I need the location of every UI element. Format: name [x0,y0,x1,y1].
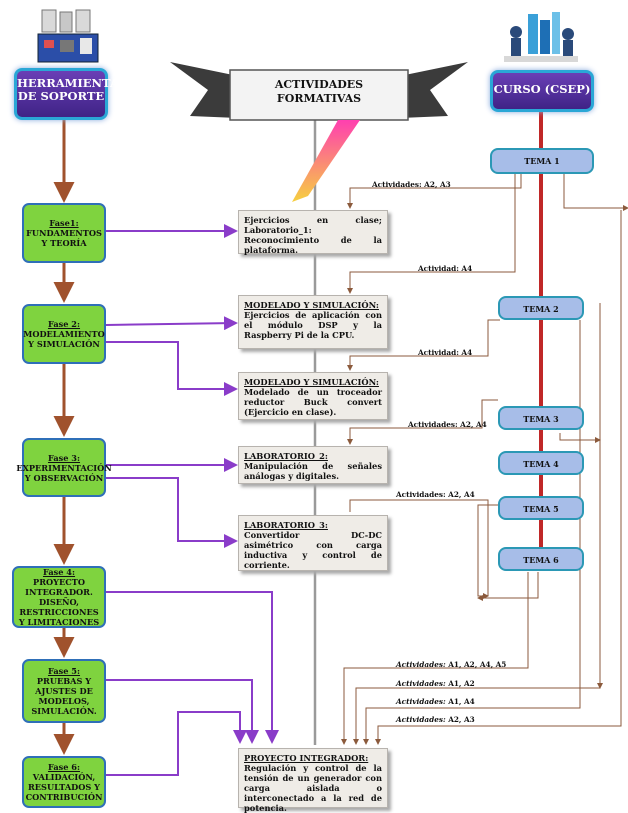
label-activities-9-key: Actividades: [396,715,446,724]
phase-3-body: EXPERIMENTACIÓN Y OBSERVACIÓN [16,462,112,483]
activity-6: PROYECTO INTEGRADOR: Regulación y contro… [238,748,388,813]
label-activities-7: Actividades: A1, A2 [396,679,475,688]
phase-2: Fase 2: MODELAMIENTO Y SIMULACIÓN [22,304,106,364]
label-activities-6-val: A1, A2, A4, A5 [448,660,507,669]
activity-6-title: PROYECTO INTEGRADOR: [244,753,369,763]
phase-4-title: Fase 4: [42,567,76,577]
label-activities-6: Actividades: A1, A2, A4, A5 [396,660,506,669]
activity-2-title: MODELADO Y SIMULACIÓN: [244,300,379,310]
activity-4-body: Manipulación de señales análogas y digit… [244,461,382,481]
activity-2-body: Ejercicios de aplicación con el módulo D… [244,310,382,340]
left-header: HERRAMIENTA DE SOPORTE [14,68,119,120]
label-activities-7-key: Actividades: [396,679,446,688]
activity-3-body: Modelado de un troceador reductor Buck c… [244,387,382,417]
phase-5-title: Fase 5: [47,666,81,676]
activity-1-body: Ejercicios en clase; Laboratorio_1: Reco… [244,215,382,255]
ribbon-banner-icon [160,56,478,206]
phase-1-body: FUNDAMENTOS Y TEORÍA [26,228,102,248]
center-header-line1: ACTIVIDADES [274,78,364,91]
center-header: ACTIVIDADES FORMATIVAS [232,78,406,114]
activity-2: MODELADO Y SIMULACIÓN: Ejercicios de apl… [238,295,388,349]
hardware-kit-icon [36,8,100,66]
label-activities-5: Actividades: A2, A4 [396,490,475,499]
right-header-label: CURSO (CSEP) [493,82,591,96]
activity-3: MODELADO Y SIMULACIÓN: Modelado de un tr… [238,372,388,420]
label-activities-8-val: A1, A4 [448,697,475,706]
phase-2-body: MODELAMIENTO Y SIMULACIÓN [23,329,105,349]
phase-3: Fase 3: EXPERIMENTACIÓN Y OBSERVACIÓN [16,438,112,497]
label-activities-4: Actividades: A2, A4 [408,420,487,429]
label-activities-9-val: A2, A3 [448,715,475,724]
activity-3-title: MODELADO Y SIMULACIÓN: [244,377,379,387]
label-activities-1: Actividades: A2, A3 [372,180,451,189]
right-header: CURSO (CSEP) [490,70,594,112]
activity-6-body: Regulación y control de la tensión de un… [244,763,382,813]
phase-6: Fase 6: VALIDACIÓN, RESULTADOS Y CONTRIB… [22,756,106,808]
label-activities-9: Actividades: A2, A3 [396,715,475,724]
activity-5-body: Convertidor DC-DC asimétrico con carga i… [244,530,382,570]
label-activities-2: Actividad: A4 [418,264,473,273]
tema-2: TEMA 2 [498,296,584,320]
activity-1: Ejercicios en clase; Laboratorio_1: Reco… [238,210,388,255]
label-activities-6-key: Actividades: [396,660,446,669]
phase-6-title: Fase 6: [47,762,81,772]
label-activities-7-val: A1, A2 [448,679,475,688]
activity-5-title: LABORATORIO_3: [244,520,328,530]
tema-3: TEMA 3 [498,406,584,430]
left-header-line2: DE SOPORTE [17,89,105,103]
phase-1: Fase1: FUNDAMENTOS Y TEORÍA [22,203,106,263]
phase-5: Fase 5: PRUEBAS Y AJUSTES DE MODELOS, SI… [22,659,106,723]
tema-6: TEMA 6 [498,547,584,571]
label-activities-8: Actividades: A1, A4 [396,697,475,706]
phase-4: Fase 4: PROYECTO INTEGRADOR. DISEÑO, RES… [12,566,106,628]
phase-6-body: VALIDACIÓN, RESULTADOS Y CONTRIBUCIÓN [25,772,103,802]
phase-5-body: PRUEBAS Y AJUSTES DE MODELOS, SIMULACIÓN… [31,676,97,716]
tema-1: TEMA 1 [490,148,594,174]
activity-5: LABORATORIO_3: Convertidor DC-DC asimétr… [238,515,388,571]
phase-4-body: PROYECTO INTEGRADOR. DISEÑO, RESTRICCION… [18,577,100,627]
label-activities-3: Actividad: A4 [418,348,473,357]
label-activities-8-key: Actividades: [396,697,446,706]
phase-1-title: Fase1: [49,218,79,228]
people-books-icon [500,10,582,68]
activity-4: LABORATORIO_2: Manipulación de señales a… [238,446,388,484]
center-header-line2: FORMATIVAS [276,92,362,105]
phase-3-title: Fase 3: [47,452,81,463]
phase-2-title: Fase 2: [47,319,81,329]
left-header-line1: HERRAMIENTA [17,76,119,90]
tema-4: TEMA 4 [498,451,584,475]
tema-5: TEMA 5 [498,496,584,520]
activity-4-title: LABORATORIO_2: [244,451,328,461]
